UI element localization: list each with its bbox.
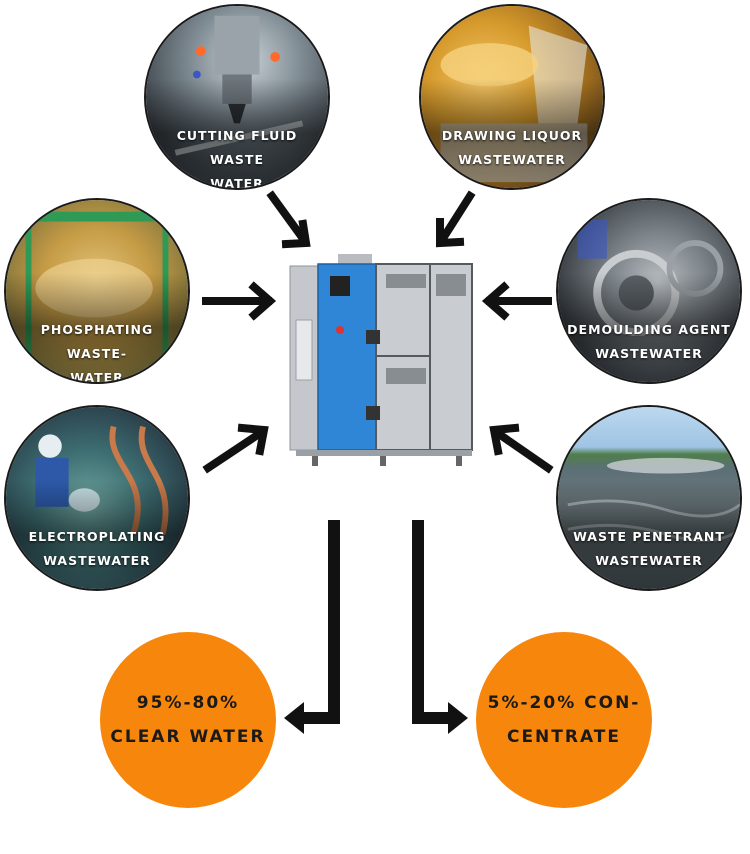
source-phosphating: PHOSPHATING WASTE- WATER — [4, 198, 190, 384]
settling-pond-image — [567, 457, 740, 542]
gearbox-image — [577, 219, 724, 337]
source-drawing-liquor: DRAWING LIQUOR WASTEWATER — [419, 4, 605, 190]
treatment-machine — [289, 254, 473, 466]
output-label: 5%-20% CON- CENTRATE — [487, 693, 641, 747]
phosphating-tank-image — [15, 211, 179, 372]
source-label: WASTE PENETRANT WASTEWATER — [573, 529, 725, 568]
arrow-from-cutting-fluid — [266, 190, 310, 246]
source-label: ELECTROPLATING WASTEWATER — [28, 529, 166, 568]
arrow-from-phosphating-head — [248, 281, 277, 321]
output-concentrate: 5%-20% CON- CENTRATE — [476, 632, 652, 808]
flow-line-concentrate — [412, 520, 452, 724]
arrow-from-electroplating — [202, 426, 268, 474]
output-label: 95%-80% CLEAR WATER — [110, 693, 266, 747]
source-waste-penetrant: WASTE PENETRANT WASTEWATER — [556, 405, 742, 591]
arrow-from-electroplating-head — [237, 423, 269, 456]
source-demoulding: DEMOULDING AGENT WASTEWATER — [556, 198, 742, 384]
flow-arrowhead-clear-water — [284, 702, 304, 734]
source-label: DEMOULDING AGENT WASTEWATER — [567, 322, 731, 361]
source-electroplating: ELECTROPLATING WASTEWATER — [4, 405, 190, 591]
source-label: CUTTING FLUID WASTE WATER — [176, 128, 298, 190]
arrow-from-drawing-liquor-head — [436, 218, 465, 248]
arrow-from-drawing-liquor — [436, 190, 476, 246]
arrow-from-waste-penetrant — [490, 426, 554, 474]
source-label: PHOSPHATING WASTE- WATER — [40, 322, 154, 384]
arrow-from-demoulding-head — [481, 281, 510, 321]
beaker-pouring-image — [440, 25, 588, 183]
electroplating-worker-image — [35, 425, 169, 536]
source-cutting-fluid: CUTTING FLUID WASTE WATER — [144, 4, 330, 190]
flow-line-clear-water — [300, 520, 340, 724]
arrow-from-waste-penetrant-head — [489, 423, 520, 456]
arrow-from-cutting-fluid-head — [281, 219, 311, 249]
source-label: DRAWING LIQUOR WASTEWATER — [441, 128, 583, 167]
control-screen — [330, 276, 350, 296]
flow-arrowhead-concentrate — [448, 702, 468, 734]
milling-spindle-image — [174, 15, 304, 156]
output-clear-water: 95%-80% CLEAR WATER — [100, 632, 276, 808]
